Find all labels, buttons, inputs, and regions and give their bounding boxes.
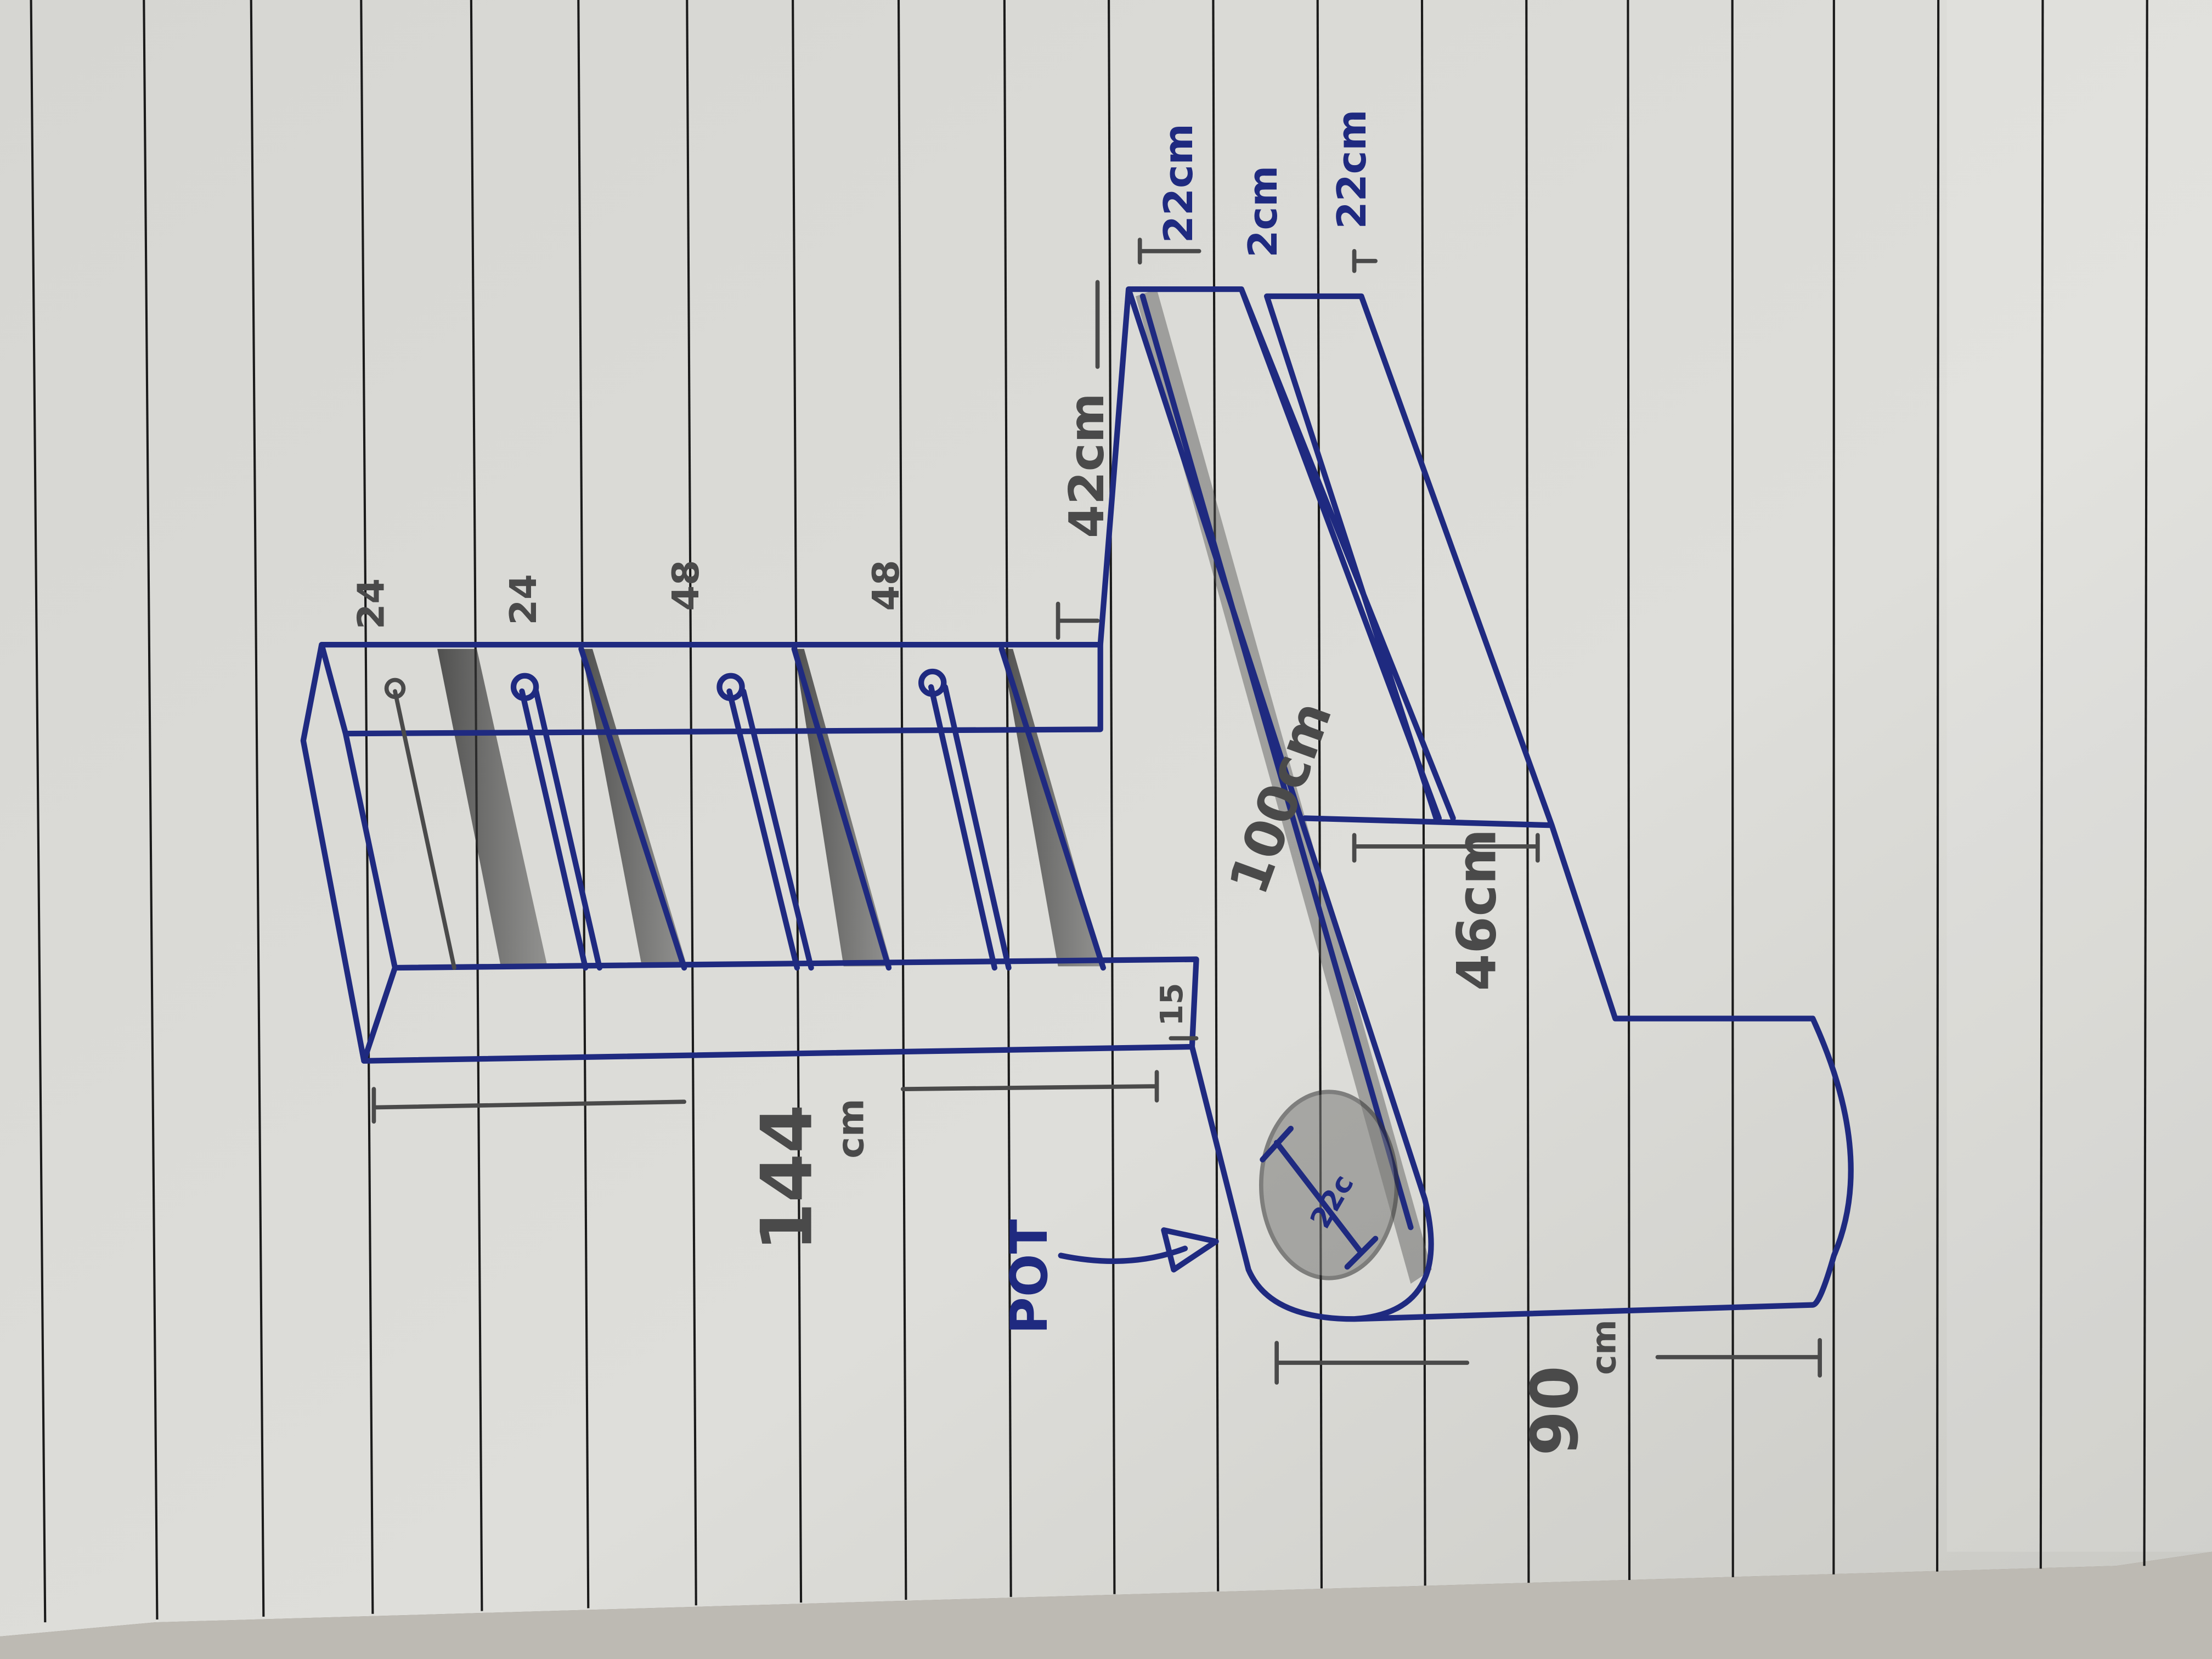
ruled-line: [360, 0, 374, 1614]
ruled-line: [577, 0, 590, 1609]
ruled-line: [30, 0, 47, 1623]
pot-label: POT: [1000, 1219, 1059, 1334]
ruled-line: [1420, 0, 1426, 1586]
rod-end: [716, 673, 745, 702]
backrest-height-label: 42cm: [1059, 393, 1115, 538]
shelf-width-label: 144: [747, 1104, 828, 1251]
ruled-line: [1316, 0, 1323, 1589]
ruled-line: [250, 0, 265, 1617]
ruled-line: [1525, 0, 1530, 1583]
bench-outline: [1097, 286, 1854, 1322]
top-width-label: 22cm: [1329, 110, 1375, 229]
pot-arrow-icon: [1058, 1227, 1219, 1273]
top-width-label: 22cm: [1155, 123, 1201, 243]
dim-42: [1056, 280, 1100, 640]
ruled-lines: [30, 0, 2148, 1623]
shelf-edges: [578, 646, 1107, 971]
base-width-label: 90: [1517, 1365, 1593, 1456]
ruled-line: [792, 0, 803, 1603]
shelf-label: 24: [502, 574, 545, 625]
ruled-line: [143, 0, 159, 1620]
ruled-line: [1003, 0, 1012, 1597]
shelf-label: 48: [865, 560, 907, 611]
shelf-label: 24: [349, 578, 392, 629]
page-edge: [0, 1551, 2212, 1659]
bookshelf-drawing: [300, 642, 1199, 1064]
rod: [393, 689, 456, 970]
seat-depth-label: 46cm: [1446, 829, 1509, 991]
ruled-line: [1627, 0, 1631, 1581]
ruled-line: [2039, 0, 2044, 1569]
dim-144: [371, 1070, 1159, 1124]
gap-label: 2cm: [1240, 166, 1286, 258]
pot-diameter-line: [1260, 1126, 1379, 1270]
side-depth-label: 15: [1154, 983, 1190, 1026]
rod-end: [384, 678, 406, 699]
dim-46: [1352, 833, 1540, 863]
dim-22: [1137, 238, 1378, 273]
dim-90: [1274, 1338, 1822, 1385]
bookshelf-outline: [300, 642, 1199, 1064]
bench-drawing: [1058, 286, 1854, 1322]
pot-circle: [1259, 1090, 1399, 1280]
ruled-line: [1936, 0, 1940, 1572]
shelf-label: 48: [664, 560, 707, 611]
shelf-width-unit: cm: [830, 1099, 872, 1159]
dimension-lines: [371, 238, 1822, 1385]
base-width-unit: cm: [1584, 1319, 1623, 1375]
ruled-line: [1832, 0, 1835, 1575]
ruled-line: [1108, 0, 1116, 1594]
shelf-shadow: [437, 648, 548, 967]
rods: [519, 684, 1012, 971]
sunlight: [1946, 0, 2212, 1552]
ruled-line: [1212, 0, 1220, 1592]
ruled-line: [897, 0, 907, 1600]
rod-end: [918, 668, 947, 697]
rod-end: [510, 673, 539, 702]
ruled-line: [686, 0, 697, 1606]
ruled-line: [2143, 0, 2148, 1566]
